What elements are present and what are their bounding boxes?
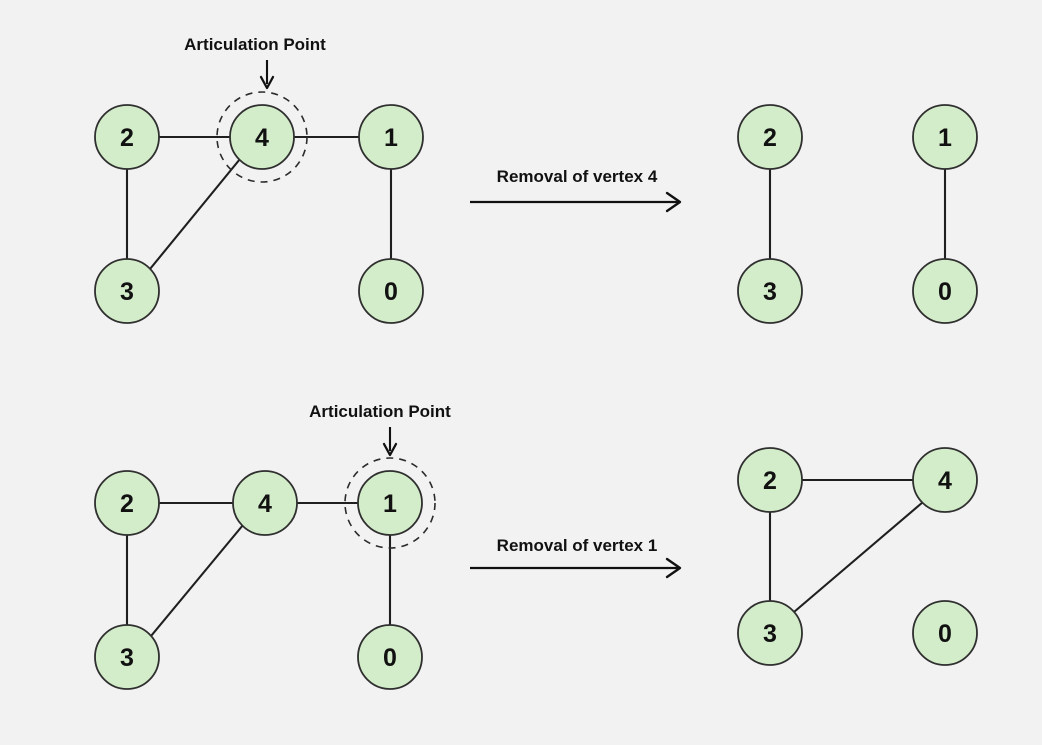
- node-circle[interactable]: [358, 104, 424, 170]
- node-3[interactable]: 3: [737, 600, 803, 666]
- node-0[interactable]: 0: [912, 600, 978, 666]
- highlight-ring-vertex-4: [216, 91, 308, 183]
- transition-arrowhead-bottom: [665, 557, 682, 579]
- node-label: 2: [120, 490, 134, 518]
- edge-3-4: [792, 500, 925, 614]
- node-label: 2: [763, 124, 777, 152]
- node-3[interactable]: 3: [737, 258, 803, 324]
- node-circle[interactable]: [912, 104, 978, 170]
- bottom-row: Articulation Point 2: [94, 402, 978, 690]
- graph-before-removal-of-4: 2 4 1 3 0: [94, 91, 424, 324]
- node-label: 1: [384, 124, 398, 152]
- articulation-pointer-arrowhead-bottom: [382, 442, 398, 457]
- node-0[interactable]: 0: [912, 258, 978, 324]
- node-circle[interactable]: [737, 447, 803, 513]
- edges-group: [125, 135, 393, 271]
- node-circle[interactable]: [232, 470, 298, 536]
- node-circle[interactable]: [358, 258, 424, 324]
- node-label: 4: [938, 467, 952, 495]
- nodes-group: 2 1 3 0: [737, 104, 978, 324]
- transition-removal-of-1: Removal of vertex 1: [470, 536, 682, 579]
- transition-label-top: Removal of vertex 4: [497, 167, 658, 186]
- node-label: 2: [120, 124, 134, 152]
- node-circle[interactable]: [94, 104, 160, 170]
- node-label: 4: [258, 490, 272, 518]
- node-1[interactable]: 1: [358, 104, 424, 170]
- node-label: 0: [938, 620, 952, 648]
- node-1[interactable]: 1: [357, 470, 423, 536]
- node-2[interactable]: 2: [94, 104, 160, 170]
- node-label: 3: [763, 620, 777, 648]
- node-1[interactable]: 1: [912, 104, 978, 170]
- node-circle[interactable]: [357, 624, 423, 690]
- node-0[interactable]: 0: [357, 624, 423, 690]
- highlight-ring-vertex-1: [344, 457, 436, 549]
- node-label: 0: [384, 278, 398, 306]
- node-2[interactable]: 2: [737, 104, 803, 170]
- node-3[interactable]: 3: [94, 624, 160, 690]
- node-circle[interactable]: [737, 104, 803, 170]
- node-2[interactable]: 2: [94, 470, 160, 536]
- annotation-articulation-point-top: Articulation Point: [184, 35, 326, 90]
- nodes-group: 2 4 3 0: [737, 447, 978, 666]
- top-row: Articulation Point 2: [94, 35, 978, 324]
- node-circle[interactable]: [229, 104, 295, 170]
- node-circle[interactable]: [737, 600, 803, 666]
- node-4[interactable]: 4: [232, 470, 298, 536]
- node-circle[interactable]: [357, 470, 423, 536]
- annotation-articulation-point-bottom: Articulation Point: [309, 402, 451, 457]
- node-label: 1: [938, 124, 952, 152]
- transition-label-bottom: Removal of vertex 1: [497, 536, 658, 555]
- node-circle[interactable]: [94, 258, 160, 324]
- node-0[interactable]: 0: [358, 258, 424, 324]
- node-circle[interactable]: [94, 470, 160, 536]
- node-label: 0: [383, 644, 397, 672]
- articulation-pointer-arrowhead-top: [259, 75, 275, 90]
- graph-before-removal-of-1: 2 4 1 3 0: [94, 457, 436, 690]
- node-label: 4: [255, 124, 269, 152]
- nodes-group: 2 4 1 3 0: [94, 470, 423, 690]
- node-label: 3: [120, 278, 134, 306]
- node-circle[interactable]: [94, 624, 160, 690]
- nodes-group: 2 4 1 3 0: [94, 104, 424, 324]
- graph-after-removal-of-4: 2 1 3 0: [737, 104, 978, 324]
- node-label: 3: [120, 644, 134, 672]
- edges-group: [125, 501, 392, 638]
- node-label: 3: [763, 278, 777, 306]
- node-circle[interactable]: [737, 258, 803, 324]
- edges-group: [768, 478, 925, 614]
- node-circle[interactable]: [912, 258, 978, 324]
- graph-after-removal-of-1: 2 4 3 0: [737, 447, 978, 666]
- node-label: 2: [763, 467, 777, 495]
- node-4[interactable]: 4: [229, 104, 295, 170]
- transition-removal-of-4: Removal of vertex 4: [470, 167, 682, 213]
- articulation-point-label-top: Articulation Point: [184, 35, 326, 54]
- node-circle[interactable]: [912, 447, 978, 513]
- edge-3-4: [148, 157, 242, 271]
- articulation-point-label-bottom: Articulation Point: [309, 402, 451, 421]
- node-circle[interactable]: [912, 600, 978, 666]
- node-3[interactable]: 3: [94, 258, 160, 324]
- node-label: 1: [383, 490, 397, 518]
- edge-3-4: [149, 523, 245, 638]
- transition-arrowhead-top: [665, 191, 682, 213]
- node-2[interactable]: 2: [737, 447, 803, 513]
- node-label: 0: [938, 278, 952, 306]
- edges-group: [768, 167, 947, 261]
- node-4[interactable]: 4: [912, 447, 978, 513]
